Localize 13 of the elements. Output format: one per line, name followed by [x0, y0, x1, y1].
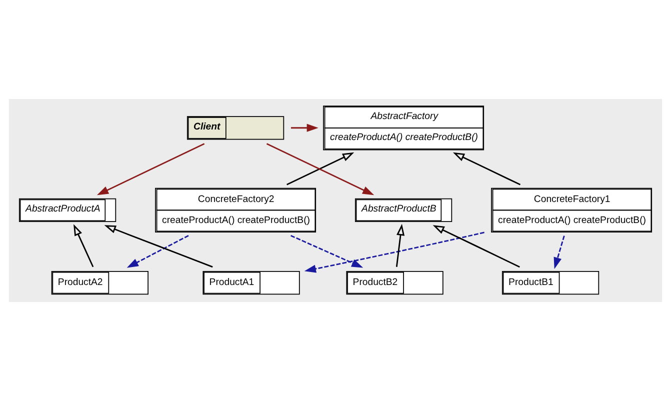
arrow	[452, 152, 521, 186]
arrow	[291, 124, 318, 132]
arrow	[554, 236, 565, 269]
arrow	[126, 234, 189, 268]
arrow	[74, 224, 94, 268]
arrow	[286, 152, 354, 186]
arrow	[396, 224, 405, 267]
arrow	[104, 225, 213, 268]
arrow	[290, 234, 364, 268]
arrow	[96, 143, 205, 196]
arrow	[304, 232, 484, 273]
arrow	[266, 143, 374, 196]
arrow	[432, 225, 520, 268]
